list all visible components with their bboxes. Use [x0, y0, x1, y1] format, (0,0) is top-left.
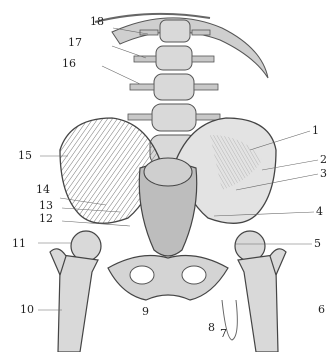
label-3: 3	[320, 168, 327, 179]
label-13: 13	[39, 200, 53, 211]
label-2: 2	[320, 154, 327, 165]
obturator-right	[182, 266, 206, 284]
label-18: 18	[90, 16, 104, 27]
right-femur	[235, 231, 286, 352]
label-15: 15	[18, 150, 32, 161]
label-6: 6	[318, 304, 325, 315]
label-14: 14	[36, 184, 50, 195]
sacral-promontory	[144, 158, 192, 186]
left-femur	[50, 231, 101, 352]
label-9: 9	[142, 306, 149, 317]
label-16: 16	[62, 58, 76, 69]
obturator-left	[130, 266, 154, 284]
label-1: 1	[312, 125, 319, 136]
label-12: 12	[39, 213, 53, 224]
label-7: 7	[220, 328, 227, 339]
label-4: 4	[316, 206, 323, 217]
label-11: 11	[12, 238, 26, 249]
label-17: 17	[68, 37, 82, 48]
label-8: 8	[208, 322, 215, 333]
label-10: 10	[20, 304, 34, 315]
pubic-arch	[108, 256, 228, 300]
label-5: 5	[314, 238, 321, 249]
